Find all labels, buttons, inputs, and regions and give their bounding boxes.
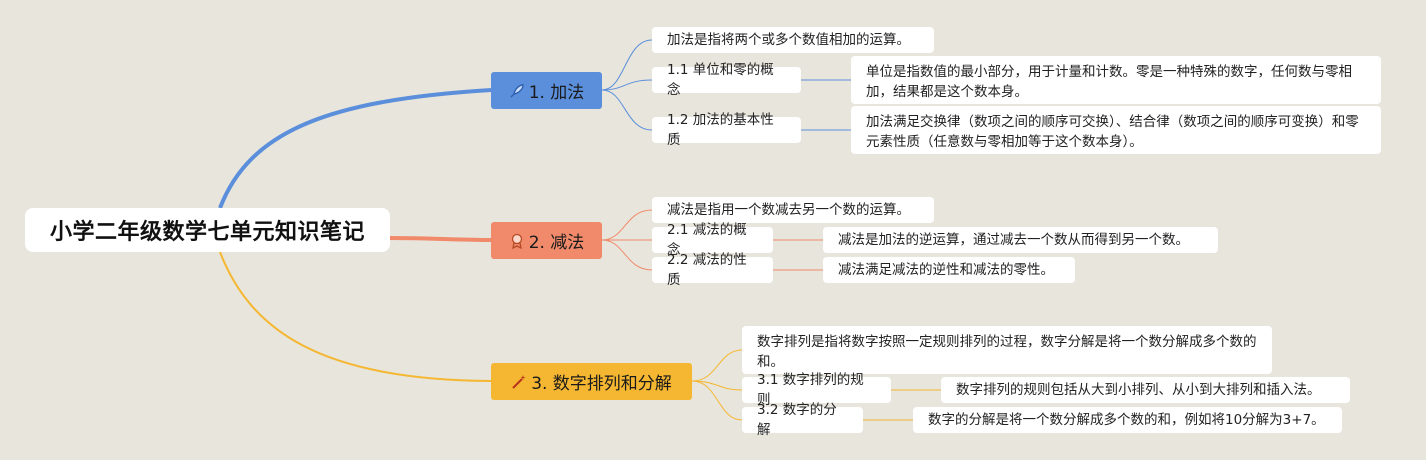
node-text: 数字的分解是将一个数分解成多个数的和，例如将10分解为3+7。 [928, 412, 1325, 428]
node-text: 1.1 单位和零的概念 [667, 62, 774, 98]
subtopic-arrangement-rules[interactable]: 3.1 数字排列的规则 [742, 372, 891, 408]
branch-number-arrangement[interactable]: 3. 数字排列和分解 [491, 363, 692, 400]
subtraction-definition-node[interactable]: 减法是指用一个数减去另一个数的运算。 [652, 197, 934, 223]
node-text: 加法满足交换律（数项之间的顺序可交换）、结合律（数项之间的顺序可变换）和零元素性… [866, 114, 1359, 150]
root-title: 小学二年级数学七单元知识笔记 [49, 220, 365, 245]
branch-label: 3. 数字排列和分解 [531, 374, 672, 394]
arrangement-definition-node[interactable]: 数字排列是指将数字按照一定规则排列的过程，数字分解是将一个数分解成多个数的和。 [742, 326, 1272, 374]
branch-label: 1. 加法 [528, 83, 585, 103]
detail-arrangement-rules[interactable]: 数字排列的规则包括从大到小排列、从小到大排列和插入法。 [941, 377, 1350, 403]
node-text: 减法满足减法的逆性和减法的零性。 [838, 262, 1054, 278]
award-ribbon-icon [509, 233, 525, 249]
branch-addition[interactable]: 1. 加法 [491, 72, 602, 109]
node-text: 3.1 数字排列的规则 [757, 372, 864, 408]
root-topic[interactable]: 小学二年级数学七单元知识笔记 [25, 208, 390, 252]
detail-subtraction-properties[interactable]: 减法满足减法的逆性和减法的零性。 [823, 257, 1075, 283]
detail-subtraction-concept[interactable]: 减法是加法的逆运算，通过减去一个数从而得到另一个数。 [823, 227, 1218, 253]
node-text: 减法是指用一个数减去另一个数的运算。 [667, 202, 910, 218]
subtopic-number-decomposition[interactable]: 3.2 数字的分解 [742, 402, 863, 438]
node-text: 减法是加法的逆运算，通过减去一个数从而得到另一个数。 [838, 232, 1189, 248]
branch-label: 2. 减法 [528, 233, 585, 253]
subtopic-subtraction-properties[interactable]: 2.2 减法的性质 [652, 252, 773, 288]
node-text: 3.2 数字的分解 [757, 402, 837, 438]
rocket-icon [509, 83, 525, 99]
subtopic-unit-zero[interactable]: 1.1 单位和零的概念 [652, 62, 801, 98]
node-text: 数字排列的规则包括从大到小排列、从小到大排列和插入法。 [956, 382, 1321, 398]
detail-addition-properties[interactable]: 加法满足交换律（数项之间的顺序可交换）、结合律（数项之间的顺序可变换）和零元素性… [851, 106, 1381, 154]
detail-number-decomposition[interactable]: 数字的分解是将一个数分解成多个数的和，例如将10分解为3+7。 [913, 407, 1342, 433]
subtopic-addition-properties[interactable]: 1.2 加法的基本性质 [652, 112, 801, 148]
node-text: 1.2 加法的基本性质 [667, 112, 774, 148]
magic-wand-icon [511, 374, 527, 390]
node-text: 2.2 减法的性质 [667, 252, 747, 288]
node-text: 数字排列是指将数字按照一定规则排列的过程，数字分解是将一个数分解成多个数的和。 [757, 334, 1257, 370]
detail-unit-zero[interactable]: 单位是指数值的最小部分，用于计量和计数。零是一种特殊的数字，任何数与零相加，结果… [851, 56, 1381, 104]
node-text: 加法是指将两个或多个数值相加的运算。 [667, 32, 910, 48]
addition-definition-node[interactable]: 加法是指将两个或多个数值相加的运算。 [652, 27, 934, 53]
subtopic-subtraction-concept[interactable]: 2.1 减法的概念 [652, 222, 773, 258]
node-text: 2.1 减法的概念 [667, 222, 747, 258]
node-text: 单位是指数值的最小部分，用于计量和计数。零是一种特殊的数字，任何数与零相加，结果… [866, 64, 1352, 100]
branch-subtraction[interactable]: 2. 减法 [491, 222, 602, 259]
